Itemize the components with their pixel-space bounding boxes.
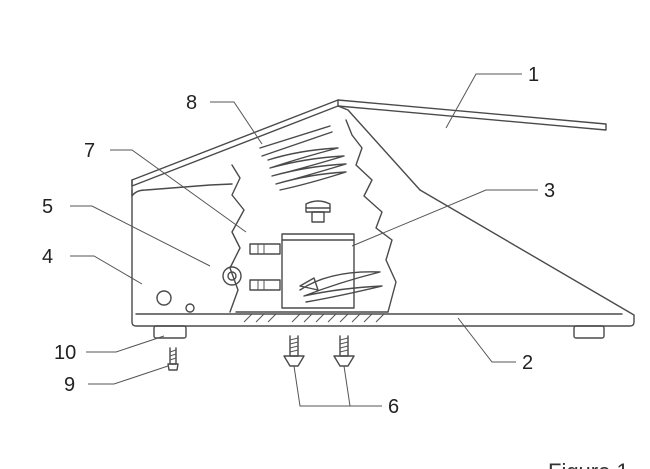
label-4: 4 — [42, 246, 53, 268]
screws — [283, 335, 355, 367]
housing — [131, 179, 233, 197]
small-screw — [167, 347, 179, 371]
figure-caption: Figure 1 — [548, 459, 629, 469]
upper-spring — [259, 125, 347, 191]
part-labels: 1 2 3 4 5 6 7 8 9 10 — [42, 64, 555, 418]
cutaway-outline — [229, 119, 397, 313]
label-1: 1 — [528, 64, 539, 86]
switch-body — [249, 233, 383, 309]
label-3: 3 — [544, 180, 555, 202]
feet — [153, 325, 605, 339]
plunger-head — [305, 200, 331, 223]
label-10: 10 — [54, 342, 76, 364]
hatched-floor — [235, 311, 389, 323]
label-2: 2 — [522, 352, 533, 374]
pedal-plate — [131, 99, 607, 191]
leader-lines — [70, 73, 538, 407]
label-5: 5 — [42, 196, 53, 218]
label-9: 9 — [64, 374, 75, 396]
pivot-pin — [222, 266, 242, 286]
base-plate — [131, 189, 635, 327]
side-holes — [156, 290, 195, 313]
label-8: 8 — [186, 92, 197, 114]
label-6: 6 — [388, 396, 399, 418]
label-7: 7 — [84, 140, 95, 162]
